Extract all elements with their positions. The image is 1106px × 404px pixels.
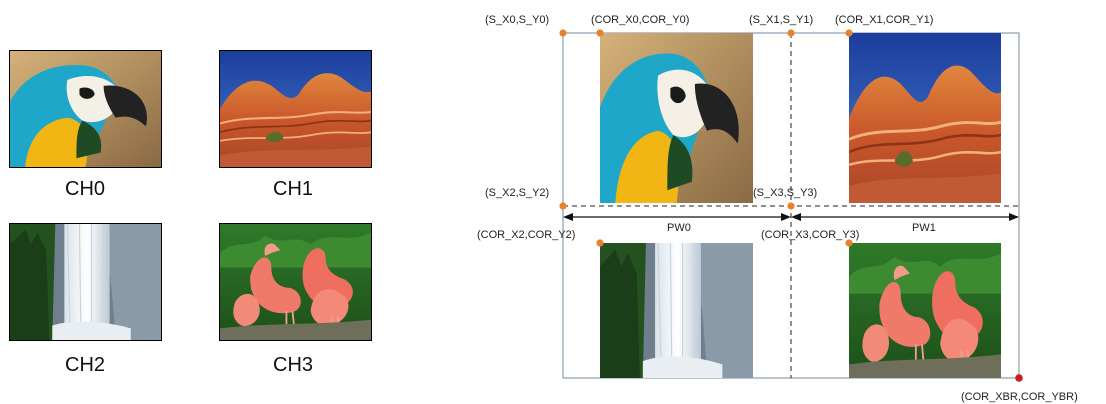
crop-ch1 (849, 33, 1001, 203)
coord-label-cor1: (COR_X1,COR_Y1) (835, 14, 933, 26)
coord-label-s0: (S_X0,S_Y0) (485, 14, 549, 26)
crop-ch0 (600, 33, 753, 203)
caption-ch1: CH1 (273, 178, 313, 200)
channel-ch2-image (9, 223, 162, 341)
caption-ch0: CH0 (65, 178, 105, 200)
channel-ch0-image (9, 50, 162, 168)
marker-cor2 (596, 239, 604, 247)
coord-label-cor2: (COR_X2,COR_Y2) (477, 229, 575, 241)
marker-s3 (787, 202, 795, 210)
coord-label-s2: (S_X2,S_Y2) (485, 187, 549, 199)
caption-ch2: CH2 (65, 354, 105, 376)
crop-ch3 (849, 243, 1001, 378)
pw1-label: PW1 (912, 222, 936, 234)
marker-cor1 (845, 29, 853, 37)
pw0-label: PW0 (667, 222, 691, 234)
coord-label-s1: (S_X1,S_Y1) (749, 14, 813, 26)
marker-s2 (559, 202, 567, 210)
composite-layout: PW0 PW1 (S_X0,S_Y0) (COR_X0,COR_Y0) (S_X… (477, 14, 1078, 403)
channel-ch1-image (219, 50, 372, 168)
pw0-arrow (563, 213, 791, 221)
marker-s0 (559, 29, 567, 37)
crop-ch2 (600, 243, 753, 378)
channel-thumbnails: CH0 CH1 CH2 CH3 (9, 50, 372, 376)
coord-label-cor3: (COR_X3,COR_Y3) (761, 229, 859, 241)
channel-ch3-image (219, 223, 372, 341)
marker-cor3 (845, 239, 853, 247)
coord-label-s3: (S_X3,S_Y3) (753, 187, 817, 199)
caption-ch3: CH3 (273, 354, 313, 376)
coord-label-cor0: (COR_X0,COR_Y0) (591, 14, 689, 26)
pw1-arrow (791, 213, 1019, 221)
marker-cor0 (596, 29, 604, 37)
coord-label-corbr: (COR_XBR,COR_YBR) (961, 391, 1078, 403)
marker-corbr (1015, 374, 1023, 382)
marker-s1 (787, 29, 795, 37)
